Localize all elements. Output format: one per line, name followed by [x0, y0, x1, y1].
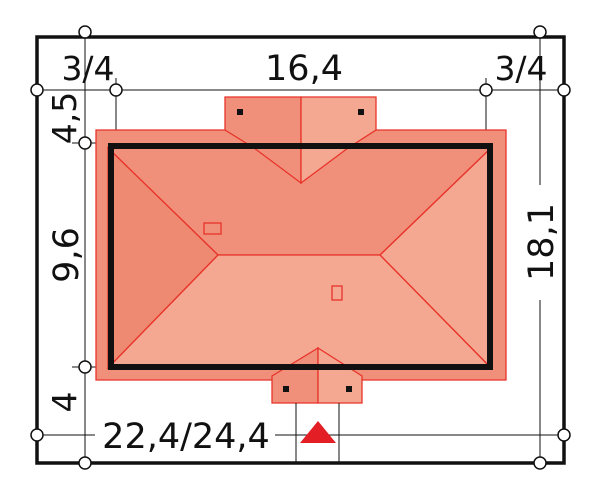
dimension-markers [30, 25, 571, 470]
top-dormer-left [224, 96, 302, 185]
chimney-icon [331, 285, 343, 301]
entrance-triangle-icon [300, 421, 336, 443]
chimney-icon [203, 222, 222, 235]
dimension-plot-width: 22,4/24,4 [102, 417, 270, 457]
dimension-top-depth: 4,5 [45, 92, 84, 144]
dimension-bottom-depth: 4 [45, 392, 84, 413]
vent-markers [237, 109, 364, 392]
house-walls [108, 143, 493, 370]
top-dormer-right [300, 96, 377, 185]
dimension-plot-depth: 18,1 [522, 203, 562, 281]
access-path [295, 403, 340, 463]
dimension-house-width: 16,4 [265, 49, 343, 89]
dimension-house-depth: 9,6 [47, 227, 87, 283]
dimension-right-margin: 3/4 [494, 49, 547, 88]
house-roof [95, 96, 507, 404]
dimension-left-margin: 3/4 [61, 49, 114, 88]
